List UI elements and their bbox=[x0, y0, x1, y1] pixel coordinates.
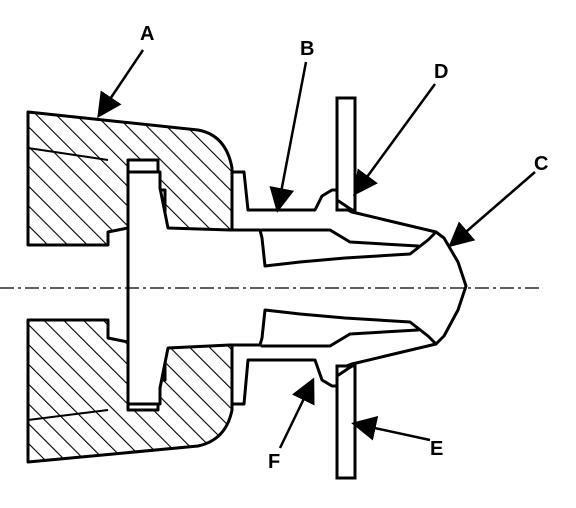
grommet-upper bbox=[230, 170, 438, 234]
bore-line-upper bbox=[27, 147, 109, 161]
housing-upper bbox=[26, 110, 234, 247]
callout-arrow-d bbox=[353, 83, 437, 197]
label-d: D bbox=[434, 61, 448, 83]
label-e: E bbox=[430, 438, 443, 460]
panel-edge-upper bbox=[335, 198, 357, 214]
panel-upper bbox=[335, 96, 357, 212]
bore-line-lower bbox=[27, 409, 109, 421]
label-f: F bbox=[268, 451, 280, 473]
label-b: B bbox=[300, 38, 314, 60]
panel-edge-lower bbox=[335, 362, 357, 378]
callout-arrow-f bbox=[278, 377, 315, 449]
callout-arrow-e bbox=[351, 416, 431, 442]
callout-arrow-b bbox=[269, 61, 308, 213]
grommet-lower bbox=[230, 342, 438, 406]
inner-contour-lower bbox=[260, 328, 420, 348]
callout-arrow-c bbox=[448, 171, 536, 248]
panel-lower bbox=[335, 364, 357, 480]
inner-contour-upper bbox=[260, 228, 420, 248]
label-c: C bbox=[534, 153, 548, 175]
callout-arrow-a bbox=[97, 49, 145, 119]
label-a: A bbox=[140, 23, 154, 45]
plug-body bbox=[126, 170, 468, 406]
